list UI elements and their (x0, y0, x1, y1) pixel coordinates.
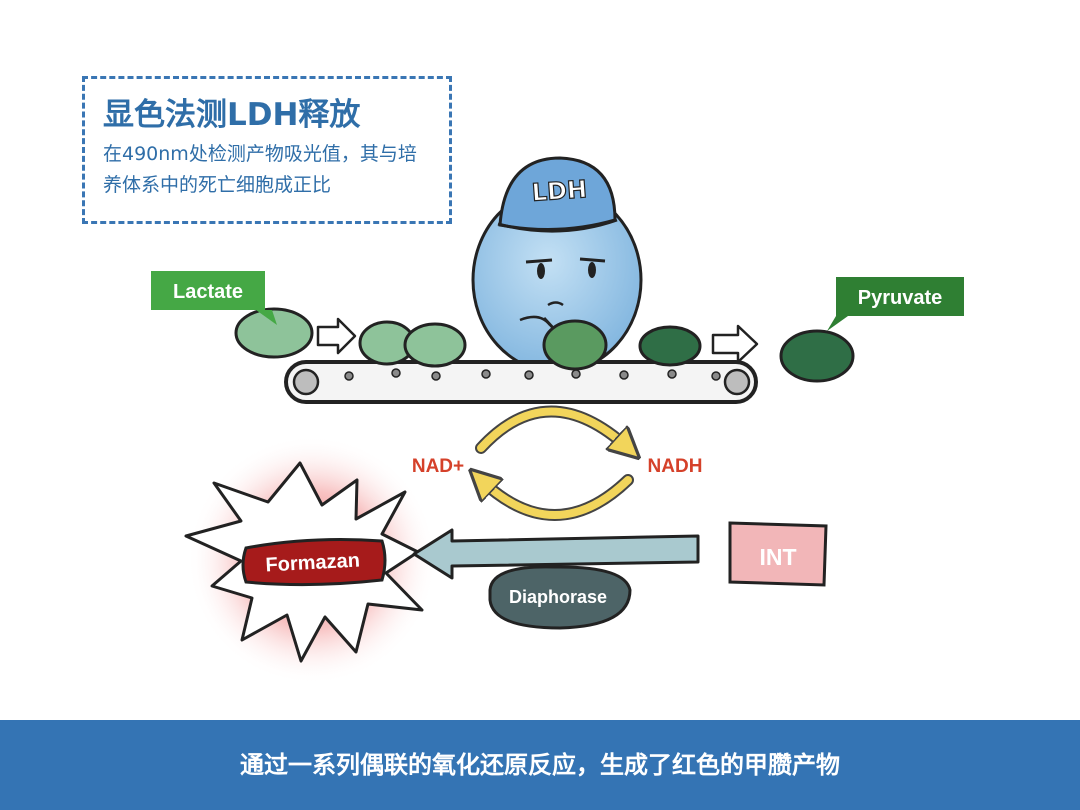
ldh-character: LDH (471, 156, 643, 374)
belt-dots (344, 368, 721, 381)
molecule-being-processed (542, 319, 608, 371)
right-eyebrow (579, 257, 606, 263)
lactate-tag: Lactate (151, 271, 277, 325)
lactate-on-belt-2 (403, 322, 467, 368)
mouth (547, 301, 564, 307)
formazan-burst: Formazan (184, 435, 437, 685)
ldh-cap (498, 156, 617, 231)
pyruvate-tag: Pyruvate (827, 277, 964, 331)
pyruvate-label: Pyruvate (858, 287, 943, 309)
conveyor-belt (284, 360, 758, 404)
diaphorase-label: Diaphorase (509, 587, 607, 607)
belt-roller-left (292, 368, 320, 396)
nadh-label: NADH (648, 456, 703, 477)
int-box: INT (728, 521, 828, 587)
nad-plus-label: NAD+ (412, 456, 464, 477)
right-eye (588, 262, 596, 278)
formazan-label: Formazan (265, 550, 360, 577)
pyruvate-tag-bg (827, 277, 964, 331)
ldh-cap-label: LDH (531, 175, 588, 207)
cap-brim (497, 218, 618, 233)
molecules (234, 307, 855, 383)
pyruvate-on-belt (638, 325, 702, 367)
lactate-label: Lactate (173, 281, 243, 303)
flow-arrows (316, 317, 759, 364)
info-title: 显色法测LDH释放 (103, 97, 361, 133)
lactate-molecule (234, 307, 314, 359)
info-description: 在490nm处检测产物吸光值，其与培养体系中的死亡细胞成正比 (103, 143, 417, 196)
info-box: 显色法测LDH释放 在490nm处检测产物吸光值，其与培养体系中的死亡细胞成正比 (82, 76, 452, 224)
formazan-pill (241, 538, 387, 587)
belt-roller-right (723, 368, 751, 396)
pyruvate-molecule (779, 329, 855, 383)
left-eye (537, 263, 545, 279)
footer-caption: 通过一系列偶联的氧化还原反应，生成了红色的甲臜产物 (0, 720, 1080, 810)
int-to-formazan-arrow (412, 528, 700, 580)
nad-cycle (481, 405, 628, 521)
belt (284, 360, 758, 404)
arrow-lactate-to-belt (316, 317, 357, 355)
left-eyebrow (525, 258, 553, 264)
arrow-belt-to-pyruvate (711, 324, 759, 364)
lactate-tag-bg (151, 271, 277, 325)
diaphorase-enzyme: Diaphorase (488, 565, 632, 630)
int-label: INT (759, 544, 796, 570)
